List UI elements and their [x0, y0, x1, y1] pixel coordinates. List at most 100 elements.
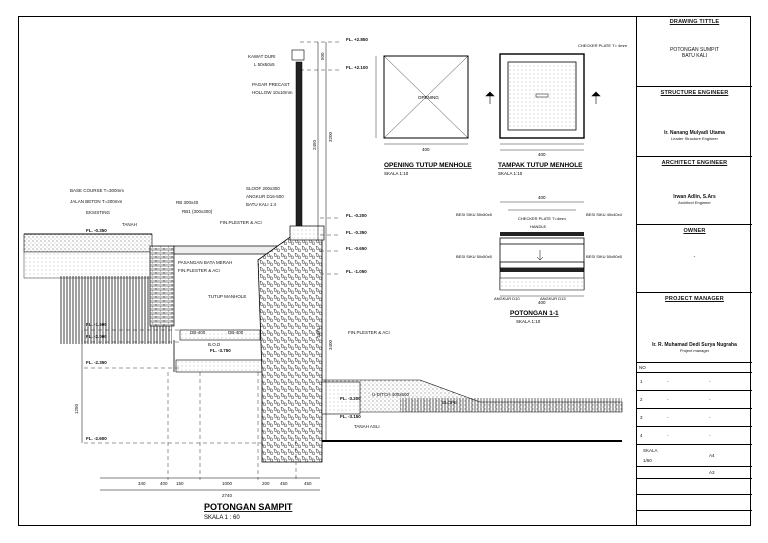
- label-tanah: TANAH: [122, 222, 137, 227]
- drawing-title-section: DRAWING TITTLE POTONGAN SUMPIT BATU KALI: [637, 16, 752, 86]
- scale-label: SKALA: [643, 448, 658, 453]
- level-12: FL. -3.200: [340, 396, 361, 401]
- drawing-title-header: DRAWING TITTLE: [669, 19, 720, 25]
- revision-row: 4 - -: [637, 426, 752, 444]
- revision-no: 1: [640, 379, 643, 384]
- architect-name: Irwan Adlin, S.Ars: [673, 194, 716, 200]
- dim-r3: 1675: [316, 327, 321, 338]
- dim-b5: 450: [280, 481, 288, 486]
- label-db400-2: DB-400: [228, 330, 244, 335]
- sheet-format: A3: [709, 470, 715, 475]
- manhole-box: [173, 245, 287, 373]
- project-manager-name: Ir. R. Muhamad Dedi Surya Nugraha: [652, 342, 737, 348]
- pot11-dim: 400: [538, 195, 546, 200]
- dim-left: 1250: [74, 403, 79, 414]
- dim-b4: 200: [262, 481, 270, 486]
- revision-a: -: [667, 433, 669, 438]
- dim-r2: 3200: [328, 131, 333, 142]
- opening-label: OPENING: [418, 95, 439, 100]
- pot11-l7: BESI SIKU 50x50x5: [586, 254, 623, 259]
- level-3: FL. -0.200: [346, 213, 367, 218]
- label-batu-kali: BATU KALI 1:4: [246, 202, 277, 207]
- main-scale: SKALA 1 : 60: [204, 515, 240, 521]
- label-u-ditch: U-DITCH 400x600: [372, 392, 410, 397]
- owner-section: OWNER -: [637, 224, 752, 292]
- opening-title: OPENING TUTUP MENHOLE: [384, 162, 472, 169]
- label-base-course: BASE COURSE T=300mm: [70, 188, 124, 193]
- label-finplester-2: FIN.PLESTER & ACI: [178, 268, 220, 273]
- label-finplester-3: FIN.PLESTER & ACI: [348, 330, 390, 335]
- revision-header-row: NO: [637, 362, 752, 372]
- pot11-l2: BESI SIKU 50x50x5: [456, 212, 493, 217]
- level-8: FL. -2.000: [86, 334, 107, 339]
- main-title: POTONGAN SAMPIT: [204, 502, 293, 512]
- label-rb1: RB1 (300x300): [182, 209, 213, 214]
- dim-r4: 3400: [328, 339, 333, 350]
- level-road: FL. -0.350: [86, 228, 107, 233]
- level-11: FL. -3.750: [210, 348, 231, 353]
- dim-total: 2740: [222, 493, 233, 498]
- revision-a: -: [667, 397, 669, 402]
- structure-engineer-section: STRUCTURE ENGINEER Ir. Nanang Mulyadi Ut…: [637, 86, 752, 156]
- precast-fence: [295, 61, 303, 231]
- revision-no: 2: [640, 397, 643, 402]
- section-titles: POTONGAN SAMPIT SKALA 1 : 60 OPENING TUT…: [204, 43, 628, 521]
- level-5: FL. -0.650: [346, 246, 367, 251]
- revision-col-no: NO: [639, 365, 646, 370]
- tampak-title: TAMPAK TUTUP MENHOLE: [498, 162, 583, 169]
- level-2: FL. +2.100: [346, 65, 368, 70]
- dim-b3: 1000: [222, 481, 233, 486]
- info-row: A3: [637, 466, 752, 478]
- title-block: DRAWING TITTLE POTONGAN SUMPIT BATU KALI…: [636, 16, 752, 526]
- structure-engineer-role: Leader Structure Engineer: [671, 136, 718, 141]
- opening-dim: 400: [422, 147, 430, 152]
- dim-b0: 340: [138, 481, 146, 486]
- owner-value: -: [693, 254, 696, 260]
- label-db400: DB-400: [190, 330, 206, 335]
- tampak-total: 400: [538, 152, 546, 157]
- level-6: FL. -1.050: [346, 269, 367, 274]
- dim-r1: 2450: [312, 139, 317, 150]
- sheet-border: [18, 16, 751, 526]
- level-7: FL. -1.500: [86, 322, 107, 327]
- pot11-title: POTONGAN 1-1: [510, 310, 559, 317]
- tampak-tutup-detail: [485, 53, 601, 151]
- pot11-dim2: 400: [538, 300, 546, 305]
- architect-header: ARCHITECT ENGINEER: [661, 160, 728, 166]
- dim-b2: 150: [176, 481, 184, 486]
- tampak-note: CHECKER PLATE T= 4mm: [578, 43, 628, 48]
- label-bod: B.O.D: [208, 342, 221, 347]
- label-kawat-duri-size: L 50x50x5: [254, 62, 275, 67]
- level-9: FL. -2.350: [86, 360, 107, 365]
- level-13: FL. -3.150: [340, 414, 361, 419]
- project-manager-role: Project manager: [679, 348, 710, 353]
- potongan-11-detail: [499, 201, 585, 297]
- structure-engineer-header: STRUCTURE ENGINEER: [660, 90, 729, 96]
- dim-lines-right: [81, 42, 327, 491]
- label-finplester: FIN.PLESTER & ACI: [220, 220, 262, 225]
- level-tags: FL. +2.850 FL. +2.100 FL. -0.200 FL. -0.…: [86, 37, 368, 441]
- label-kawat-duri: KAWAT DURI: [248, 54, 276, 59]
- revision-b: -: [709, 415, 711, 420]
- drawing-title-line1: POTONGAN SUMPIT: [670, 47, 719, 53]
- revision-no: 4: [640, 433, 643, 438]
- drawing-title-line2: BATU KALI: [681, 53, 708, 59]
- label-rb300: RB 300x40: [176, 200, 199, 205]
- pot11-l5: ANGKUR D10: [494, 296, 520, 301]
- dim-r0: 500: [320, 52, 325, 60]
- pot11-l6: ANGKUR D13: [540, 296, 566, 301]
- dim-b6: 450: [304, 481, 312, 486]
- revision-no: 3: [640, 415, 643, 420]
- pot11-l1: HANDLE: [530, 224, 547, 229]
- revision-row: 2 - -: [637, 390, 752, 408]
- scale-value: 1/60: [643, 458, 652, 463]
- opening-tutup-detail: [375, 55, 469, 145]
- pot11-l0: CHECKER PLATE T=4mm: [518, 216, 566, 221]
- brick-wall: [149, 245, 175, 327]
- stone-masonry: [257, 229, 323, 463]
- label-tutup-manhole: TUTUP MANHOLE: [208, 294, 246, 299]
- label-tanah-asli: TANAH ASLI: [354, 424, 380, 429]
- owner-header: OWNER: [683, 228, 706, 234]
- revision-b: -: [709, 433, 711, 438]
